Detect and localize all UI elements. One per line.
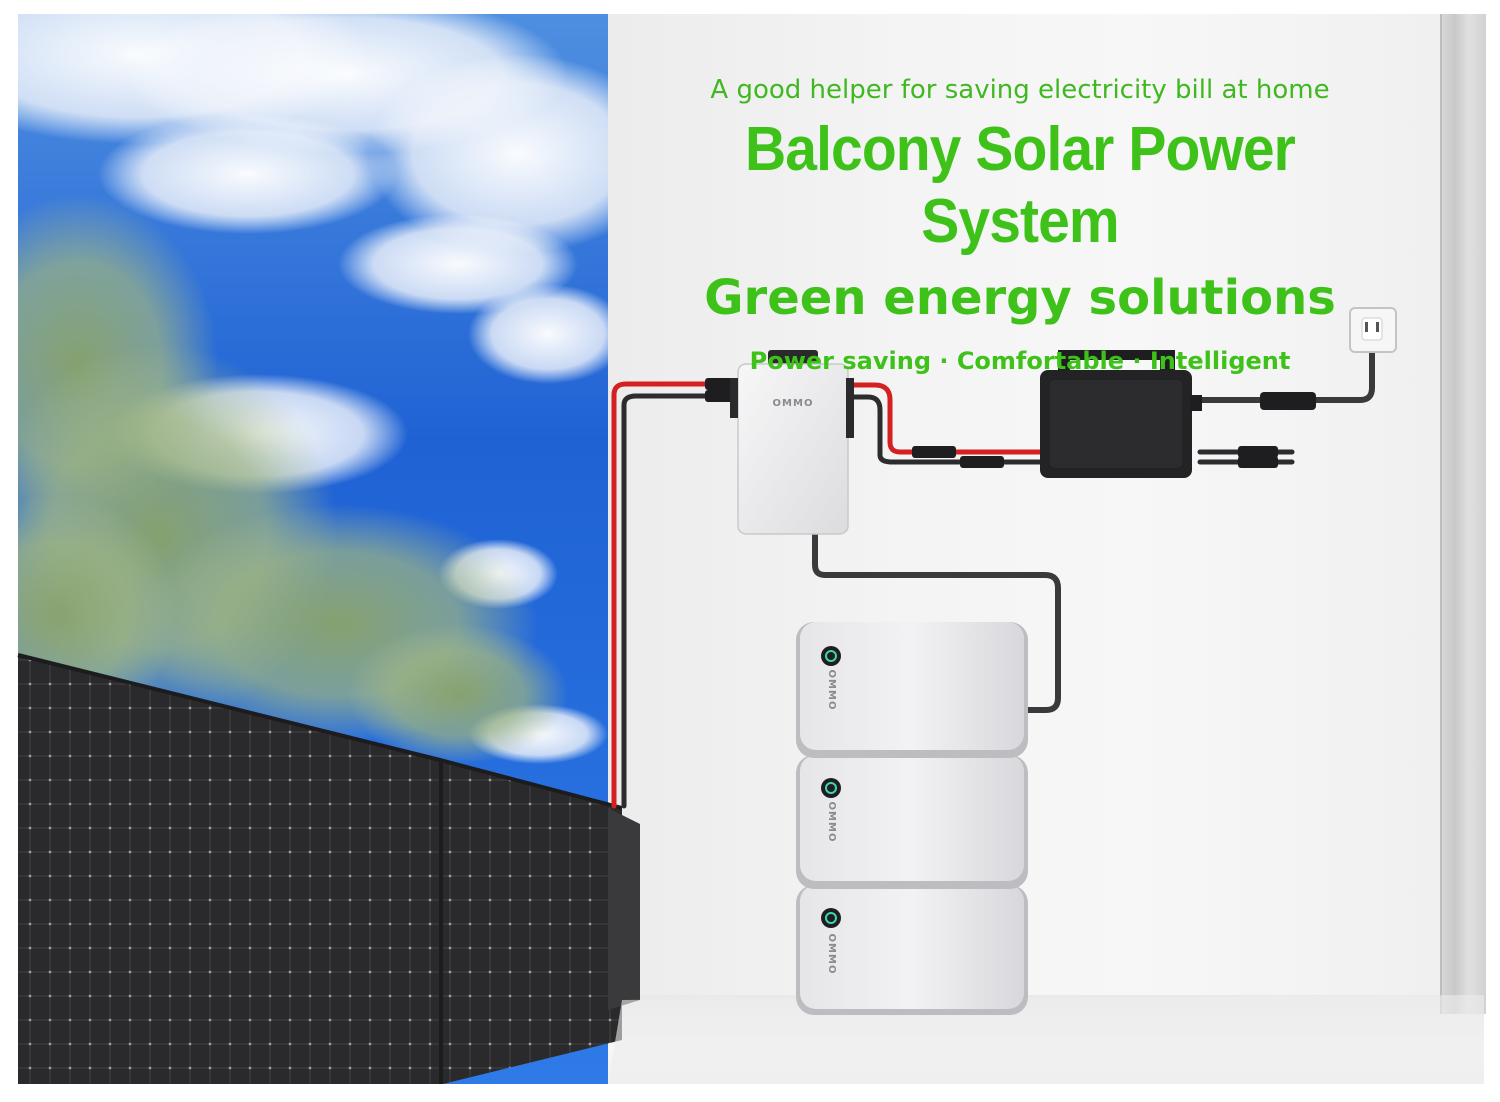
headline-block: A good helper for saving electricity bil… bbox=[620, 70, 1420, 378]
hub-logo: OMMO bbox=[773, 398, 814, 409]
subtitle: Green energy solutions bbox=[704, 270, 1336, 326]
battery-logo: OMMO bbox=[826, 934, 837, 975]
battery-module-1 bbox=[800, 622, 1024, 750]
door-frame bbox=[1440, 14, 1486, 1014]
battery-module-2 bbox=[800, 755, 1024, 881]
tagline: A good helper for saving electricity bil… bbox=[710, 75, 1330, 105]
battery-stack bbox=[796, 622, 1028, 1015]
wall-socket-icon bbox=[1349, 307, 1397, 353]
mc4-connectors bbox=[705, 378, 1316, 468]
dc-cables bbox=[611, 342, 1375, 809]
battery-module-3 bbox=[800, 885, 1024, 1009]
battery-logo: OMMO bbox=[826, 670, 837, 711]
smart-hub-device bbox=[730, 350, 854, 535]
solar-panel-left bbox=[18, 655, 440, 1084]
wall-background bbox=[608, 14, 1484, 1084]
sky-background bbox=[18, 14, 608, 1084]
page-title: Balcony Solar Power System bbox=[745, 115, 1296, 256]
sky-illustration bbox=[18, 14, 608, 1084]
feature-list: Power saving · Comfortable · Intelligent bbox=[749, 347, 1291, 375]
microinverter bbox=[1040, 350, 1202, 478]
power-led-icon bbox=[821, 646, 841, 928]
solar-panel-fence bbox=[17, 653, 640, 1084]
solar-panel-right bbox=[443, 762, 622, 1084]
battery-logo: OMMO bbox=[826, 802, 837, 843]
